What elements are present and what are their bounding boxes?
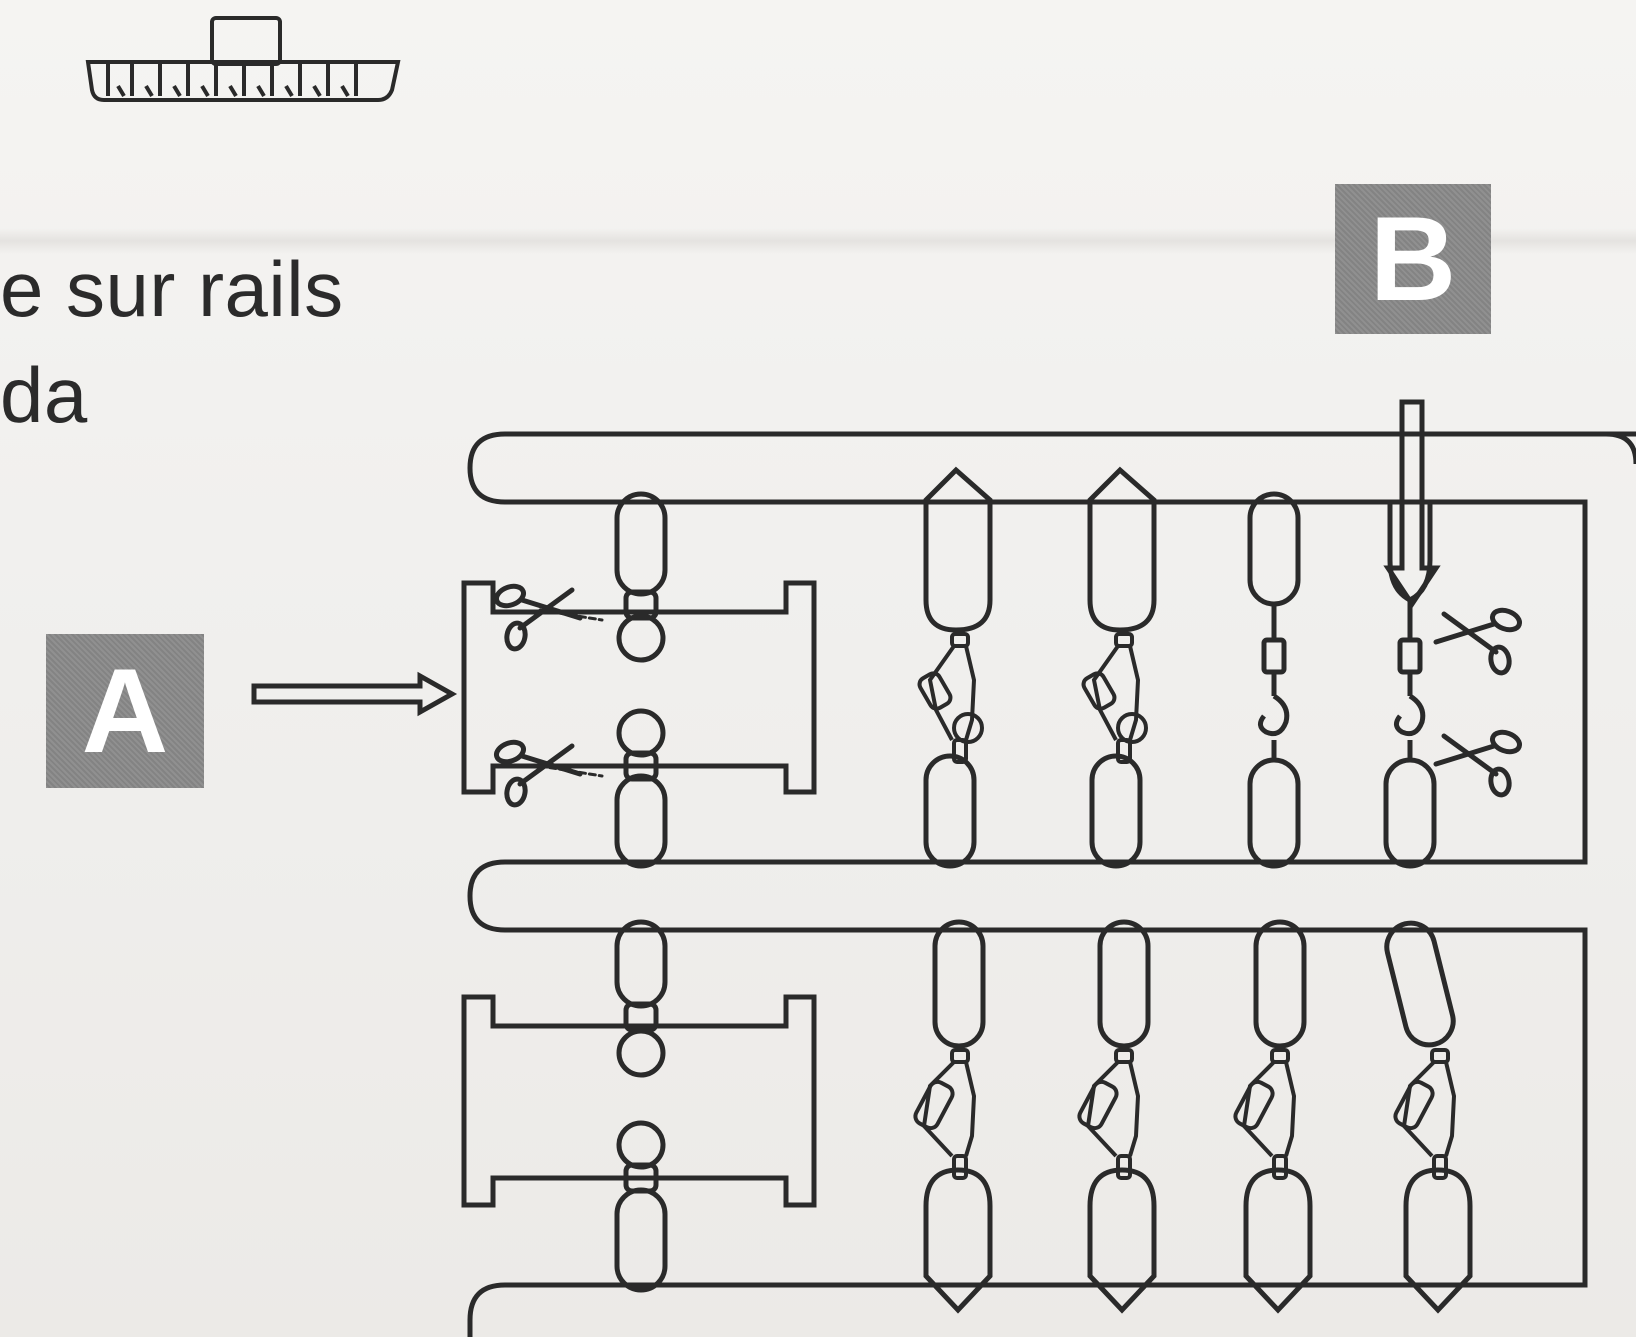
trolley-2-lower: [913, 919, 993, 1314]
label-a: A: [46, 634, 204, 788]
title-line-1: e sur rails: [0, 245, 344, 333]
trolley-4-upper: [1247, 491, 1301, 869]
rails: [467, 431, 1636, 1337]
arrow-right-icon: [251, 671, 458, 717]
trolley-1-lower: [614, 919, 668, 1293]
switch-frame-lower: [461, 994, 817, 1208]
trolley-3-upper: [1081, 466, 1157, 869]
trolley-icon: [85, 16, 401, 102]
scissors-icon: [494, 583, 602, 651]
trolley-2-upper: [917, 466, 993, 869]
trolley-4-lower: [1233, 919, 1313, 1314]
title-line-2: da: [0, 351, 88, 439]
trolley-5-lower: [1384, 920, 1473, 1314]
trolley-3-lower: [1077, 919, 1157, 1314]
scissors-icon: [1436, 729, 1522, 797]
switch-frame-upper: [461, 580, 817, 795]
arrow-down-icon: [1383, 399, 1441, 609]
scissors-icon: [494, 739, 602, 807]
trolley-5-upper: [1383, 504, 1437, 869]
trolley-1-upper: [614, 491, 668, 869]
scissors-icon: [1436, 607, 1522, 675]
label-b: B: [1335, 184, 1491, 334]
